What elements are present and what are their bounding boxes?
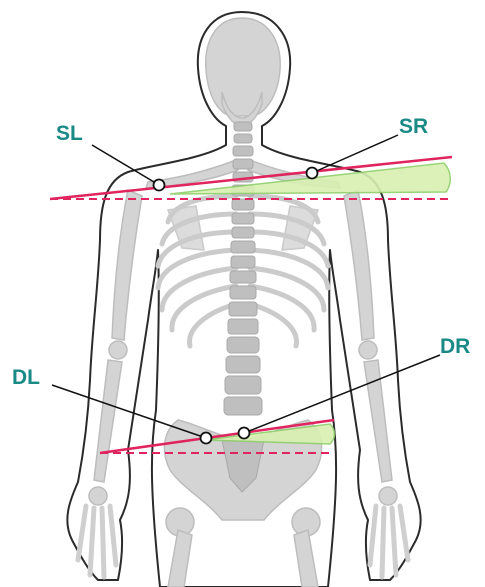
left-wrist (89, 487, 107, 505)
skull (206, 18, 280, 116)
label-sl: SL (56, 122, 83, 145)
label-sr: SR (399, 115, 428, 138)
right-wrist (379, 487, 397, 505)
left-elbow (109, 341, 127, 359)
label-dr: DR (440, 335, 470, 358)
sl-marker (154, 180, 165, 191)
label-dl: DL (12, 366, 40, 389)
dl-marker (201, 433, 212, 444)
sr-marker (307, 168, 318, 179)
right-elbow (359, 341, 377, 359)
dr-marker (239, 428, 250, 439)
